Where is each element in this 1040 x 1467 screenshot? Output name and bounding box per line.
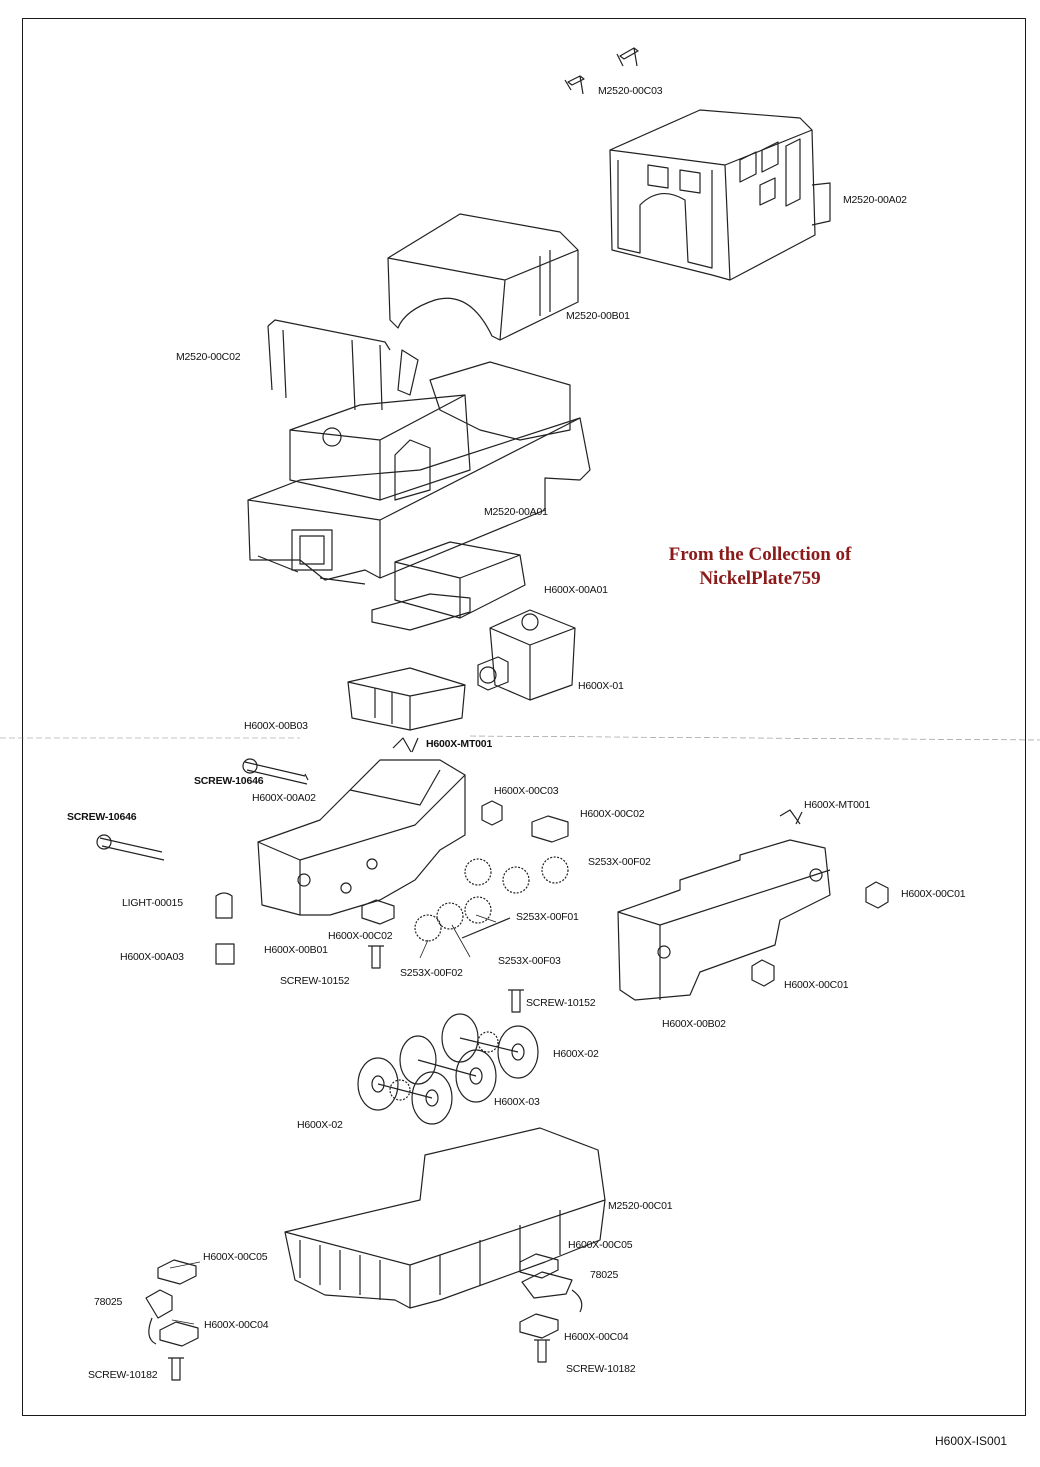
document-id: H600X-IS001 (935, 1434, 1008, 1448)
hood-drawing (387, 213, 579, 341)
label-78025: 78025 (94, 1296, 123, 1308)
cab-body-drawing (609, 109, 831, 281)
weight-drawing (371, 541, 526, 631)
label-h600x-02: H600X-02 (553, 1048, 599, 1060)
label-m2520-00a02: M2520-00A02 (843, 194, 907, 206)
gearbox-frame-drawing (257, 759, 466, 916)
label-h600x-00c02-b: H600X-00C02 (328, 930, 393, 942)
label-light-00015: LIGHT-00015 (122, 897, 183, 909)
label-m2520-00a01: M2520-00A01 (484, 506, 548, 518)
label-h600x-00c01: H600X-00C01 (901, 888, 966, 900)
label-screw-10152-b: SCREW-10152 (526, 997, 596, 1009)
handrail-drawing (267, 319, 391, 411)
gears-drawing (414, 856, 569, 942)
label-h600x-03: H600X-03 (494, 1096, 540, 1108)
label-h600x-00c02: H600X-00C02 (580, 808, 645, 820)
label-m2520-00c02: M2520-00C02 (176, 351, 241, 363)
label-screw-10152: SCREW-10152 (280, 975, 350, 987)
label-screw-10182: SCREW-10182 (88, 1369, 158, 1381)
label-screw-10646: SCREW-10646 (194, 775, 264, 787)
drawing-frame (22, 18, 1026, 1416)
label-h600x-00b01: H600X-00B01 (264, 944, 328, 956)
leader-lines (169, 914, 497, 1325)
motor-drawing (477, 609, 576, 701)
main-body-drawing (247, 349, 591, 585)
gear-leader (461, 917, 511, 939)
label-m2520-00c01: M2520-00C01 (608, 1200, 673, 1212)
label-h600x-00a01: H600X-00A01 (544, 584, 608, 596)
label-h600x-02-b: H600X-02 (297, 1119, 343, 1131)
label-screw-10182-b: SCREW-10182 (566, 1363, 636, 1375)
label-h600x-00a03: H600X-00A03 (120, 951, 184, 963)
handrail-pins-drawing (564, 47, 639, 95)
label-h600x-00c05: H600X-00C05 (203, 1251, 268, 1263)
label-h600x-00c04: H600X-00C04 (204, 1319, 269, 1331)
label-s253x-00f02-b: S253X-00F02 (400, 967, 463, 979)
label-h600x-00c01-b: H600X-00C01 (784, 979, 849, 991)
label-h600x-01: H600X-01 (578, 680, 624, 692)
label-h600x-00b03: H600X-00B03 (244, 720, 308, 732)
label-h600x-00c04-b: H600X-00C04 (564, 1331, 629, 1343)
motor-frame-drawing (347, 667, 466, 731)
label-s253x-00f03: S253X-00F03 (498, 955, 561, 967)
label-m2520-00b01: M2520-00B01 (566, 310, 630, 322)
label-h600x-00c03: H600X-00C03 (494, 785, 559, 797)
collection-watermark: From the Collection of NickelPlate759 (630, 543, 890, 591)
label-screw-10646-b: SCREW-10646 (67, 811, 137, 823)
wheelsets-drawing (357, 1013, 539, 1125)
label-s253x-00f02: S253X-00F02 (588, 856, 651, 868)
watermark-line-2: NickelPlate759 (699, 568, 821, 589)
label-s253x-00f01: S253X-00F01 (516, 911, 579, 923)
label-m2520-00c03: M2520-00C03 (598, 85, 663, 97)
label-h600x-00a02: H600X-00A02 (252, 792, 316, 804)
small-parts-drawing (145, 800, 889, 1347)
label-h600x-00c05-b: H600X-00C05 (568, 1239, 633, 1251)
watermark-line-1: From the Collection of (668, 544, 852, 565)
label-h600x-00b02: H600X-00B02 (662, 1018, 726, 1030)
label-h600x-mt001-b: H600X-MT001 (804, 799, 871, 811)
underframe-drawing (284, 1127, 606, 1309)
label-h600x-mt001: H600X-MT001 (426, 738, 493, 750)
motor-clip-drawing (392, 737, 419, 753)
screws-drawing (96, 758, 550, 1381)
label-78025-b: 78025 (590, 1269, 619, 1281)
chassis-half-drawing (617, 839, 831, 1001)
